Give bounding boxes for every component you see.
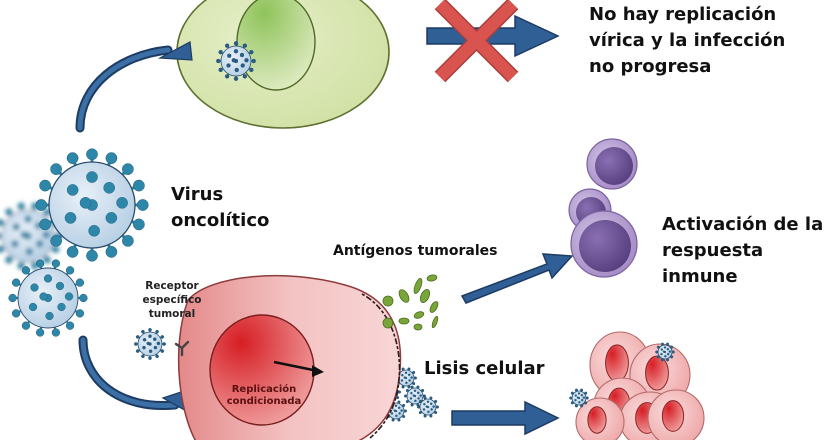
antigen [413, 278, 423, 294]
antigen [413, 323, 423, 331]
tumor-mass-cell [647, 389, 705, 440]
virus-icon [655, 342, 675, 362]
immune-cell-nucleus [579, 220, 631, 272]
red-cross-icon [434, 0, 519, 83]
virus-icon [216, 41, 256, 81]
antigen [398, 289, 410, 303]
antigen [382, 295, 394, 307]
healthy-cell-nucleus [236, 0, 316, 91]
arrow-to-tumor-mass [451, 400, 560, 436]
virus-icon [404, 385, 426, 407]
immune-cells [568, 138, 638, 278]
tumor-cell-nucleus [209, 314, 315, 426]
tumor-cell-mass [569, 331, 705, 440]
conditional-replication-label: Replicación condicionada [226, 384, 302, 407]
virus-icon [8, 259, 88, 337]
antigen [419, 289, 431, 303]
virus-label: Virus oncolítico [171, 184, 270, 231]
curved-arrow-to-healthy-cell [75, 41, 193, 133]
immune-response-label: Activación de la respuesta inmune [662, 214, 824, 287]
virus-icon [134, 328, 166, 360]
virus-icon [569, 388, 589, 408]
antigen [382, 317, 394, 329]
antigen [426, 274, 438, 282]
antigen [429, 301, 439, 313]
healthy-cell [176, 0, 390, 129]
antigen [431, 315, 439, 329]
lysis-label: Lisis celular [424, 358, 545, 379]
antigen [398, 317, 410, 325]
antigen [413, 311, 425, 319]
virus-icon [417, 396, 439, 418]
replication-arrow [273, 360, 324, 377]
virus-icon [35, 148, 149, 262]
tumor-antigens [382, 274, 439, 331]
receptor-icon [174, 340, 190, 357]
receptor-label: Receptor específico tumoral [142, 280, 202, 320]
blocked-arrow [426, 14, 560, 58]
tumor-cell [177, 274, 402, 440]
tumor-mass-cell [575, 397, 625, 440]
immune-cell-nucleus [595, 147, 633, 185]
arrow-to-immune-response [460, 253, 574, 304]
antigens-label: Antígenos tumorales [333, 243, 498, 259]
no-replication-label: No hay replicación vírica y la infección… [589, 4, 786, 77]
